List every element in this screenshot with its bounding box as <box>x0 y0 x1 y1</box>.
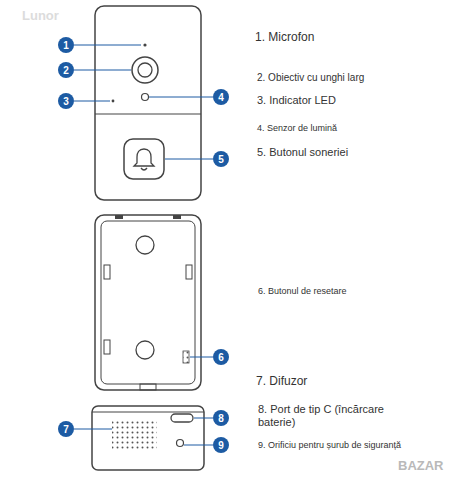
callout-circle: 3 <box>58 93 74 109</box>
callout-number: 7 <box>63 424 69 435</box>
part-label: 6. Butonul de resetare <box>258 286 347 297</box>
callout-circle: 4 <box>213 89 229 105</box>
callout-circle: 2 <box>58 62 74 78</box>
callout-circle: 7 <box>58 421 74 437</box>
part-label: 4. Senzor de lumină <box>257 123 337 134</box>
part-label: 8. Port de tip C (încărcare baterie) <box>258 403 408 429</box>
callout-circle: 1 <box>58 37 74 53</box>
watermark: Lunor <box>22 8 59 24</box>
callout-number: 4 <box>218 92 224 103</box>
leader-lines <box>74 45 213 445</box>
part-label: 1. Microfon <box>255 30 314 44</box>
watermark: BAZAR <box>398 458 444 474</box>
part-label: 7. Difuzor <box>256 374 307 388</box>
callout-number: 2 <box>63 65 69 76</box>
doorbell-bottom <box>92 406 204 470</box>
part-label: 9. Orificiu pentru șurub de siguranță <box>258 440 401 451</box>
callout-circle: 6 <box>213 349 229 365</box>
part-label: 2. Obiectiv cu unghi larg <box>257 72 364 84</box>
callout-circle: 5 <box>213 151 229 167</box>
callout-number: 5 <box>218 154 224 165</box>
part-label: 5. Butonul soneriei <box>257 146 348 159</box>
callout-number: 6 <box>218 352 224 363</box>
callout-number: 3 <box>63 96 69 107</box>
callout-number: 1 <box>63 40 69 51</box>
doorbell-front <box>95 6 201 200</box>
callout-circle: 8 <box>213 410 229 426</box>
callout-number: 8 <box>218 413 224 424</box>
mounting-plate <box>95 215 201 390</box>
callout-number: 9 <box>218 440 224 451</box>
callout-circle: 9 <box>213 437 229 453</box>
part-label: 3. Indicator LED <box>257 94 336 107</box>
